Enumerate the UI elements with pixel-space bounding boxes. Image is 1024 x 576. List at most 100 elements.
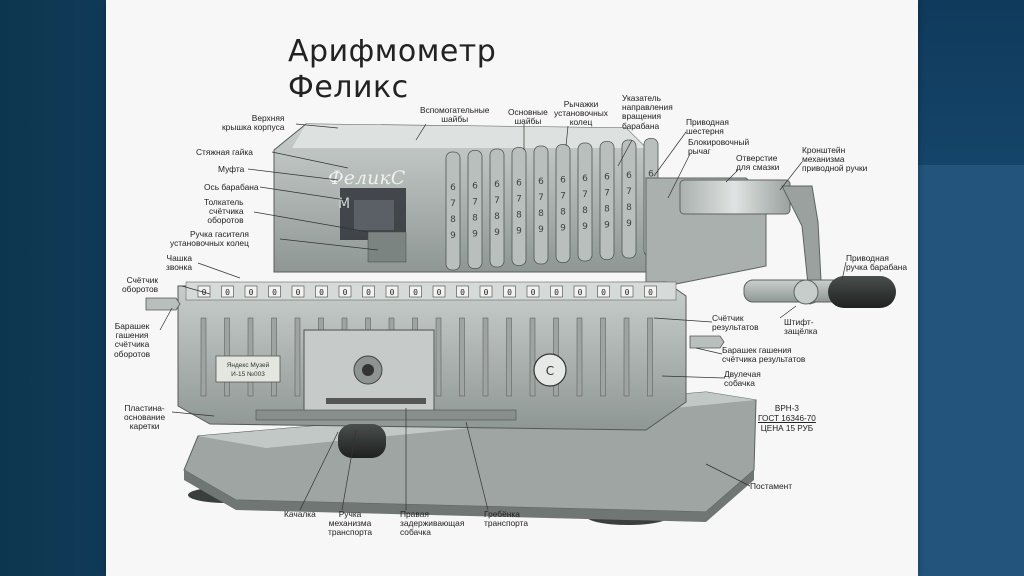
ring-digit: 7 — [582, 190, 588, 200]
ring-digit: 8 — [538, 209, 544, 219]
counter-digit: 0 — [578, 288, 583, 297]
svg-text:С: С — [546, 364, 554, 378]
label-upper-cover: Верхняя крышка корпуса — [222, 113, 285, 133]
ring-digit: 8 — [604, 205, 610, 215]
counter-window — [456, 285, 469, 298]
ring-digit: 8 — [516, 211, 522, 221]
label-drum-axis: Ось барабана — [204, 182, 259, 192]
carriage-rib — [647, 317, 653, 397]
label-drive-handle: Приводная ручка барабана — [846, 253, 908, 273]
ring-digit: 8 — [450, 215, 456, 225]
ring-digit: 7 — [560, 192, 566, 202]
counter-window — [479, 285, 493, 298]
counter-digit: 0 — [319, 288, 324, 297]
counter-window — [244, 285, 258, 298]
counter-window — [221, 285, 234, 298]
label-result-clear-lamb: Барашек гашения счётчика результатов — [722, 345, 806, 365]
counter-digit: 0 — [531, 288, 536, 297]
ring-digit: 8 — [560, 208, 566, 218]
counter-window — [409, 285, 422, 298]
counter-window — [597, 285, 610, 298]
stamp-block: ВРН-3 ГОСТ 16346-70 ЦЕНА 15 РУБ — [758, 404, 816, 434]
label-bell-cup: Чашка звонка — [166, 253, 192, 273]
ring-digit: 7 — [472, 198, 478, 208]
label-result-counter: Счётчик результатов — [712, 313, 759, 333]
label-coupling: Муфта — [218, 164, 245, 174]
counter-window — [338, 285, 352, 298]
ring-digit: 7 — [516, 195, 522, 205]
counter-digit: 0 — [390, 288, 395, 297]
carriage-rib — [459, 317, 465, 397]
counter-digit: 0 — [225, 288, 230, 297]
ring-digit: 7 — [626, 187, 632, 197]
counter-digit: 0 — [272, 288, 277, 297]
setting-ring — [489, 148, 505, 268]
machine-lettering: ФеликС М Яндекс Музей И-15 №003 — [227, 167, 406, 378]
ring-digit: 8 — [626, 203, 632, 213]
label-right-pawl: Правая задерживающая собачка — [400, 509, 465, 538]
ring-digit: 9 — [494, 228, 500, 238]
counter-window — [526, 285, 540, 298]
carriage-rib — [294, 317, 301, 397]
stamp-gost: ГОСТ 16346-70 — [758, 414, 816, 423]
label-transport-comb: Гребёнка транспорта — [484, 509, 529, 529]
ring-digit: 6 — [604, 173, 610, 183]
ring-digit: 9 — [560, 224, 566, 234]
counter-digit: 0 — [413, 288, 418, 297]
setting-ring — [533, 145, 549, 265]
counter-window — [573, 285, 587, 298]
label-pin-latch: Штифт- защёлка — [784, 317, 818, 337]
counter-digit: 0 — [625, 288, 630, 297]
label-direction-indicator: Указатель направления вращения барабана — [622, 93, 673, 131]
counter-window — [385, 285, 399, 298]
carriage-rib — [506, 317, 512, 397]
counter-window — [620, 285, 634, 298]
counter-digit: 0 — [648, 288, 653, 297]
background-panel — [918, 0, 1024, 576]
name-plate-text: ФеликС — [328, 167, 406, 189]
stamp-code: ВРН-3 — [774, 404, 799, 413]
carriage-rib — [200, 317, 207, 397]
carriage-rib — [435, 317, 442, 397]
counter-digit: 0 — [507, 288, 512, 297]
carriage-rib — [482, 317, 489, 397]
ring-digit: 9 — [450, 231, 456, 241]
background-panel-inner — [918, 165, 1024, 576]
ring-digit: 6 — [494, 180, 500, 190]
setting-ring — [577, 142, 593, 262]
carriage-rib — [623, 317, 630, 397]
ring-digit: 7 — [494, 196, 500, 206]
label-drive-gear: Приводная шестерня — [686, 117, 729, 137]
ring-digit: 6 — [582, 174, 588, 184]
machine-illustration: 6789678967896789678967896789678967896789… — [145, 123, 896, 525]
ring-digit: 8 — [472, 214, 478, 224]
label-transport-handle: Ручка механизма транспорта — [328, 509, 373, 538]
ring-digit: 8 — [494, 212, 500, 222]
ring-digit: 7 — [450, 199, 456, 209]
counter-window — [268, 285, 281, 298]
counter-window — [644, 285, 657, 298]
counter-digit: 0 — [366, 288, 371, 297]
counter-digit: 0 — [249, 288, 254, 297]
ring-digit: 9 — [604, 221, 610, 231]
ring-digit: 6 — [648, 170, 654, 180]
counter-digit: 0 — [437, 288, 442, 297]
setting-ring — [511, 147, 527, 266]
poster: Арифмометр Феликс — [106, 0, 918, 576]
setting-ring — [599, 141, 615, 260]
counter-window — [197, 285, 211, 298]
label-rev-counter: Счётчик оборотов — [122, 275, 159, 295]
ring-digit: 9 — [626, 219, 632, 229]
ring-digit: 7 — [604, 189, 610, 199]
ring-digit: 7 — [538, 193, 544, 203]
label-pedestal: Постамент — [750, 481, 793, 491]
counter-window — [503, 285, 516, 298]
setting-ring — [445, 151, 461, 271]
stamp-price: ЦЕНА 15 РУБ — [760, 424, 814, 433]
model-text: М — [338, 196, 350, 212]
counter-window — [432, 285, 446, 298]
carriage-rib — [529, 317, 536, 397]
ring-digit: 6 — [472, 182, 478, 192]
label-clearing-handle: Ручка гасителя установочных колец — [170, 229, 249, 249]
